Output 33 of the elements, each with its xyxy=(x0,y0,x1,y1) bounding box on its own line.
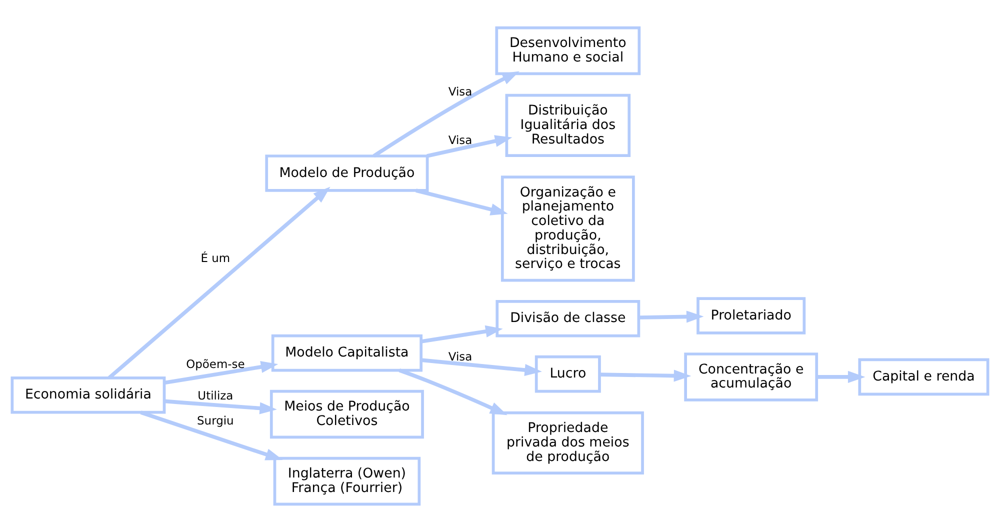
node-box: Lucro xyxy=(534,354,601,392)
edge-label: Surgiu xyxy=(197,412,234,427)
arrow xyxy=(816,370,866,382)
node-box: Modelo de Produção xyxy=(265,154,429,192)
node-box: Meios de Produção Coletivos xyxy=(270,389,424,438)
node-box: Modelo Capitalista xyxy=(271,334,423,372)
arrow xyxy=(420,324,503,343)
node-box: Economia solidária xyxy=(10,376,166,414)
edge-label: Visa xyxy=(448,348,472,363)
node-box: Capital e renda xyxy=(858,358,990,396)
arrow xyxy=(638,310,704,322)
edge-label: Utiliza xyxy=(198,388,234,402)
arrow xyxy=(416,188,508,215)
edge-label: Visa xyxy=(448,84,472,98)
node-box: Concentração e acumulação xyxy=(684,352,818,401)
arrow xyxy=(426,134,512,158)
arrow xyxy=(164,398,277,414)
edge-label: É um xyxy=(200,250,230,264)
arrow xyxy=(164,360,278,384)
node-box: Organização e planejamento coletivo da produção, distribuição, serviço e trocas xyxy=(500,175,635,282)
arrow xyxy=(420,358,542,376)
node-box: Proletariado xyxy=(696,296,806,334)
edge-label: Opõem-se xyxy=(186,356,245,370)
node-box: Propriedade privada dos meios de produção xyxy=(492,410,644,474)
node-box: Desenvolvimento Humano e social xyxy=(495,26,641,75)
node-box: Divisão de classe xyxy=(496,299,640,337)
edge-label: Visa xyxy=(448,132,472,147)
arrow xyxy=(372,70,520,158)
arrow xyxy=(108,186,330,379)
node-box: Inglaterra (Owen) França (Fourrier) xyxy=(273,456,421,506)
arrow xyxy=(600,369,692,382)
arrow xyxy=(140,410,283,460)
node-box: Distribuição Igualitária dos Resultados xyxy=(505,93,631,156)
